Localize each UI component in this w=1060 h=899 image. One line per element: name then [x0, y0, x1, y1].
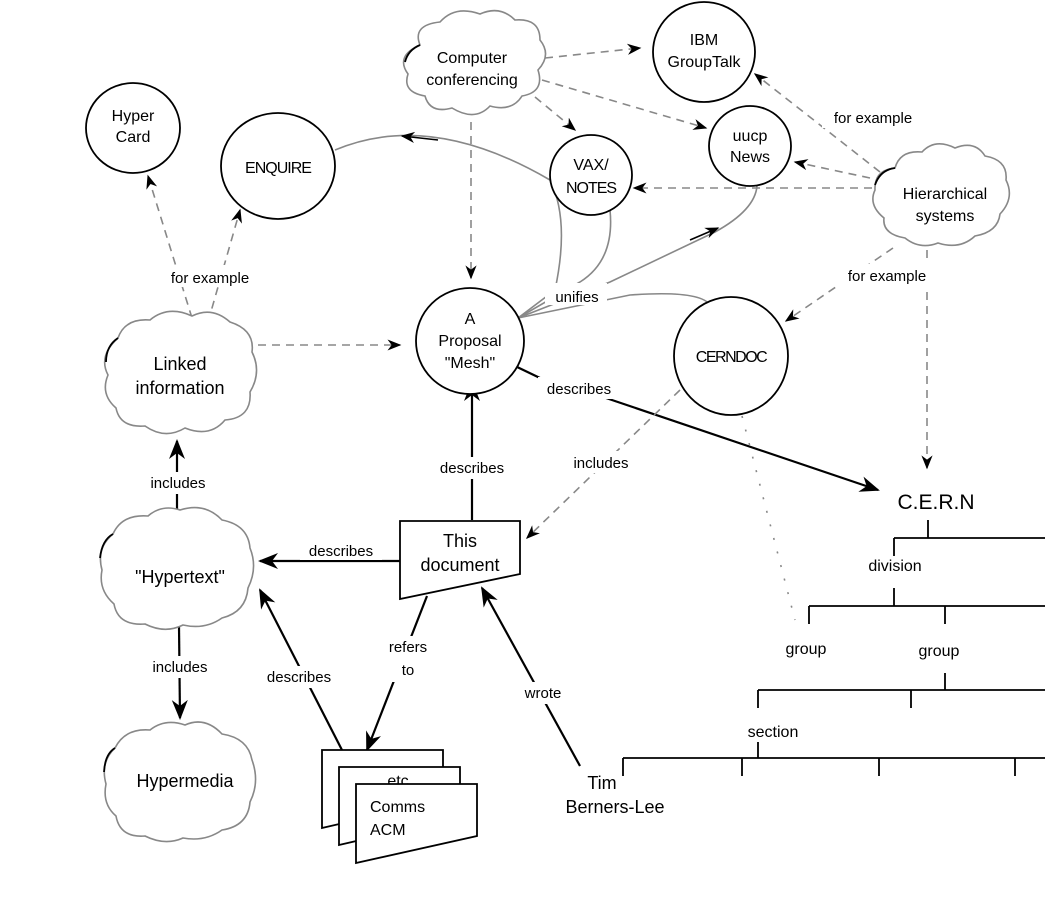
arrow-unifies-enquire — [400, 131, 439, 143]
mesh-label-2: Proposal — [438, 333, 501, 350]
edge-labels: for example for example for example unif… — [142, 106, 936, 704]
node-linked-information[interactable]: Linked information — [103, 310, 258, 435]
uucp-label-1: uucp — [733, 128, 768, 145]
label-describes-stack: describes — [267, 669, 331, 686]
vax-label-2: NOTES — [566, 180, 616, 197]
label-to: to — [402, 662, 415, 679]
label-wrote: wrote — [524, 685, 562, 702]
edge-conf-uucp — [541, 79, 708, 130]
tree-node-group-1[interactable]: group — [786, 641, 827, 658]
node-hypercard[interactable]: Hyper Card — [85, 82, 181, 174]
edge-conf-ibm — [544, 43, 642, 59]
node-ibm-grouptalk[interactable]: IBM GroupTalk — [652, 1, 756, 103]
vax-label-1: VAX/ — [573, 157, 609, 174]
mesh-label-1: A — [465, 311, 476, 328]
hypercard-label-1: Hyper — [112, 108, 155, 125]
stack-label-acm: ACM — [370, 822, 406, 839]
node-vax-notes[interactable]: VAX/ NOTES — [549, 134, 633, 216]
doc-label-1: This — [443, 531, 477, 551]
tree-node-section[interactable]: section — [748, 724, 799, 741]
node-cerndoc[interactable]: CERNDOC — [673, 296, 789, 416]
node-uucp-news[interactable]: uucp News — [708, 105, 792, 187]
node-enquire[interactable]: ENQUIRE — [220, 112, 336, 220]
label-describes-hypertext: describes — [309, 543, 373, 560]
edge-hier-uucp — [793, 159, 871, 179]
node-mesh[interactable]: A Proposal "Mesh" — [415, 287, 525, 395]
edge-unifies-enquire — [334, 134, 563, 319]
stack-page-front — [355, 783, 478, 865]
edge-mesh-describes-cern — [605, 396, 880, 492]
hier-label-2: systems — [916, 208, 975, 225]
hier-label-1: Hierarchical — [903, 186, 987, 203]
doc-label-2: document — [420, 555, 499, 575]
label-describes-mesh: describes — [440, 460, 504, 477]
tim-label-2: Berners-Lee — [565, 797, 664, 817]
cerndoc-label: CERNDOC — [696, 349, 767, 366]
cern-label[interactable]: C.E.R.N — [897, 491, 974, 514]
tree-branch-cern — [893, 520, 1045, 556]
edge-tim-wrote-doc — [481, 586, 581, 767]
linked-label-1: Linked — [153, 354, 206, 374]
ibm-label-1: IBM — [690, 32, 718, 49]
tree-branch-division — [808, 588, 1045, 624]
conf-label-1: Computer — [437, 50, 508, 67]
tree-node-group-2[interactable]: group — [919, 643, 960, 660]
hypermedia-label: Hypermedia — [136, 771, 234, 791]
node-docs-stack[interactable]: etc Comms ACM — [321, 749, 478, 865]
enquire-label: ENQUIRE — [245, 160, 311, 177]
node-computer-conferencing[interactable]: Computer conferencing — [402, 9, 547, 116]
uucp-label-2: News — [730, 149, 770, 166]
cern-org-tree: C.E.R.N division group group section — [622, 491, 1045, 776]
hypertext-label: "Hypertext" — [135, 567, 225, 587]
tree-branch-section — [622, 742, 1045, 776]
hypercard-label-2: Card — [116, 129, 151, 146]
tree-node-division[interactable]: division — [868, 558, 921, 575]
label-for-example-linked: for example — [171, 270, 249, 287]
tree-branch-group — [757, 673, 1045, 708]
mesh-label-3: "Mesh" — [445, 355, 495, 372]
node-hierarchical-systems[interactable]: Hierarchical systems — [872, 143, 1011, 247]
node-hypertext[interactable]: "Hypertext" — [99, 506, 255, 631]
conf-label-2: conferencing — [426, 72, 518, 89]
ibm-label-2: GroupTalk — [668, 54, 742, 71]
edge-mesh-describes-a — [514, 365, 541, 379]
edge-unifies-vax — [517, 209, 612, 319]
label-describes-cern: describes — [547, 381, 611, 398]
label-unifies: unifies — [555, 289, 598, 306]
tim-label-1: Tim — [587, 773, 616, 793]
label-refers: refers — [389, 639, 427, 656]
linked-label-2: information — [135, 378, 224, 398]
stack-label-comms: Comms — [370, 799, 425, 816]
edge-hier-cerndoc — [784, 247, 894, 322]
edge-cerndoc-includes-doc — [525, 389, 681, 539]
node-tim-berners-lee[interactable]: Tim Berners-Lee — [565, 773, 664, 817]
edge-conf-vax — [534, 96, 577, 131]
label-for-example-hier: for example — [848, 268, 926, 285]
node-this-document[interactable]: This document — [399, 520, 521, 601]
label-includes-hypermedia: includes — [152, 659, 207, 676]
edge-hier-ibm — [753, 73, 881, 173]
label-includes-linked: includes — [150, 475, 205, 492]
arrow-unifies-uucp — [689, 227, 720, 241]
edge-linked-hypercard — [146, 174, 193, 319]
label-includes-cerndoc: includes — [573, 455, 628, 472]
node-hypermedia[interactable]: Hypermedia — [103, 721, 257, 843]
label-for-example-ibm: for example — [834, 110, 912, 127]
